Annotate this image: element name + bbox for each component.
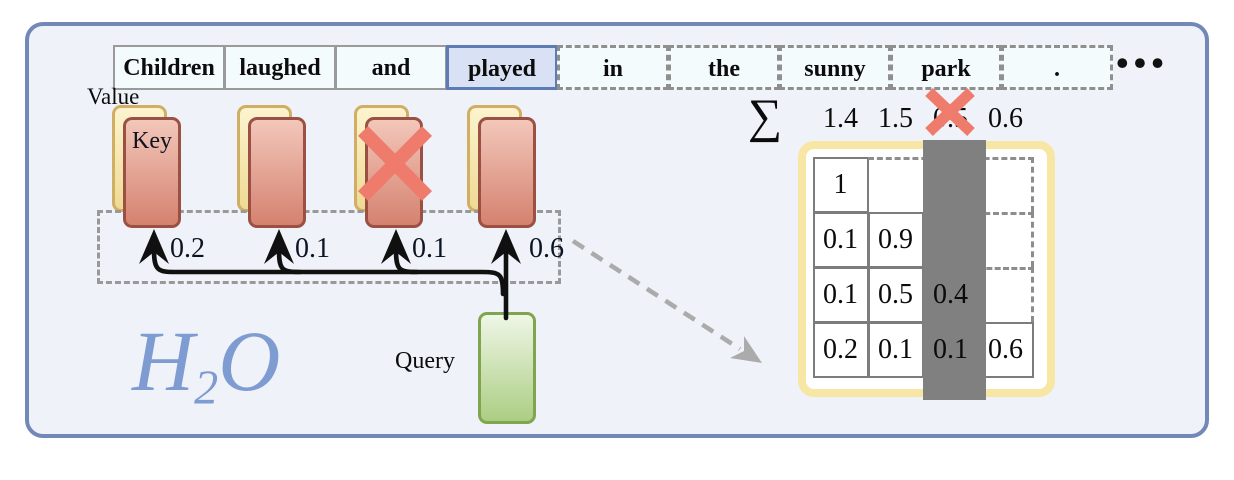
evicted-column-bar	[923, 140, 986, 400]
token-box: .	[1001, 45, 1113, 90]
key-card-evicted	[365, 117, 423, 228]
query-card	[478, 312, 536, 424]
key-card: Key	[123, 117, 181, 228]
matrix-cell-value: 1	[833, 169, 848, 200]
sum-sigma-symbol: ∑	[748, 90, 783, 143]
attention-score: 0.2	[170, 233, 205, 264]
matrix-cell	[868, 322, 924, 378]
token-box: the	[668, 45, 780, 90]
query-label: Query	[395, 348, 455, 374]
matrix-cell-value: 0.2	[823, 334, 858, 365]
h2o-base: H	[132, 313, 195, 409]
matrix-cell-value: 0.1	[933, 334, 968, 365]
matrix-cell-value: 0.9	[878, 224, 913, 255]
matrix-masked-region	[978, 267, 1034, 322]
key-card	[248, 117, 306, 228]
key-label: Key	[132, 128, 172, 154]
h2o-method-label: H2O	[132, 318, 280, 413]
matrix-cell	[813, 267, 869, 323]
column-sum: 1.5	[878, 103, 913, 134]
matrix-cell-value: 0.4	[933, 279, 968, 310]
column-sum-evicted: 0.5	[933, 103, 968, 134]
attention-score: 0.6	[529, 233, 564, 264]
matrix-cell-value: 0.1	[878, 334, 913, 365]
attention-score: 0.1	[295, 233, 330, 264]
token-box-highlighted: played	[446, 45, 558, 90]
ellipsis-dots: •••	[1116, 43, 1169, 83]
token-box: and	[335, 45, 447, 90]
token-box: laughed	[224, 45, 336, 90]
token-box: sunny	[779, 45, 891, 90]
matrix-cell-value: 0.6	[988, 334, 1023, 365]
key-card	[478, 117, 536, 228]
token-box: Children	[113, 45, 225, 90]
h2o-subscript: 2	[194, 361, 219, 415]
token-box: park	[890, 45, 1002, 90]
matrix-cell	[813, 157, 869, 213]
attention-score: 0.1	[412, 233, 447, 264]
matrix-cell-value: 0.1	[823, 224, 858, 255]
h2o-tail: O	[218, 313, 281, 409]
column-sum: 1.4	[823, 103, 858, 134]
matrix-cell-value: 0.1	[823, 279, 858, 310]
value-label: Value	[87, 84, 140, 109]
token-box: in	[557, 45, 669, 90]
matrix-cell-value: 0.5	[878, 279, 913, 310]
column-sum: 0.6	[988, 103, 1023, 134]
